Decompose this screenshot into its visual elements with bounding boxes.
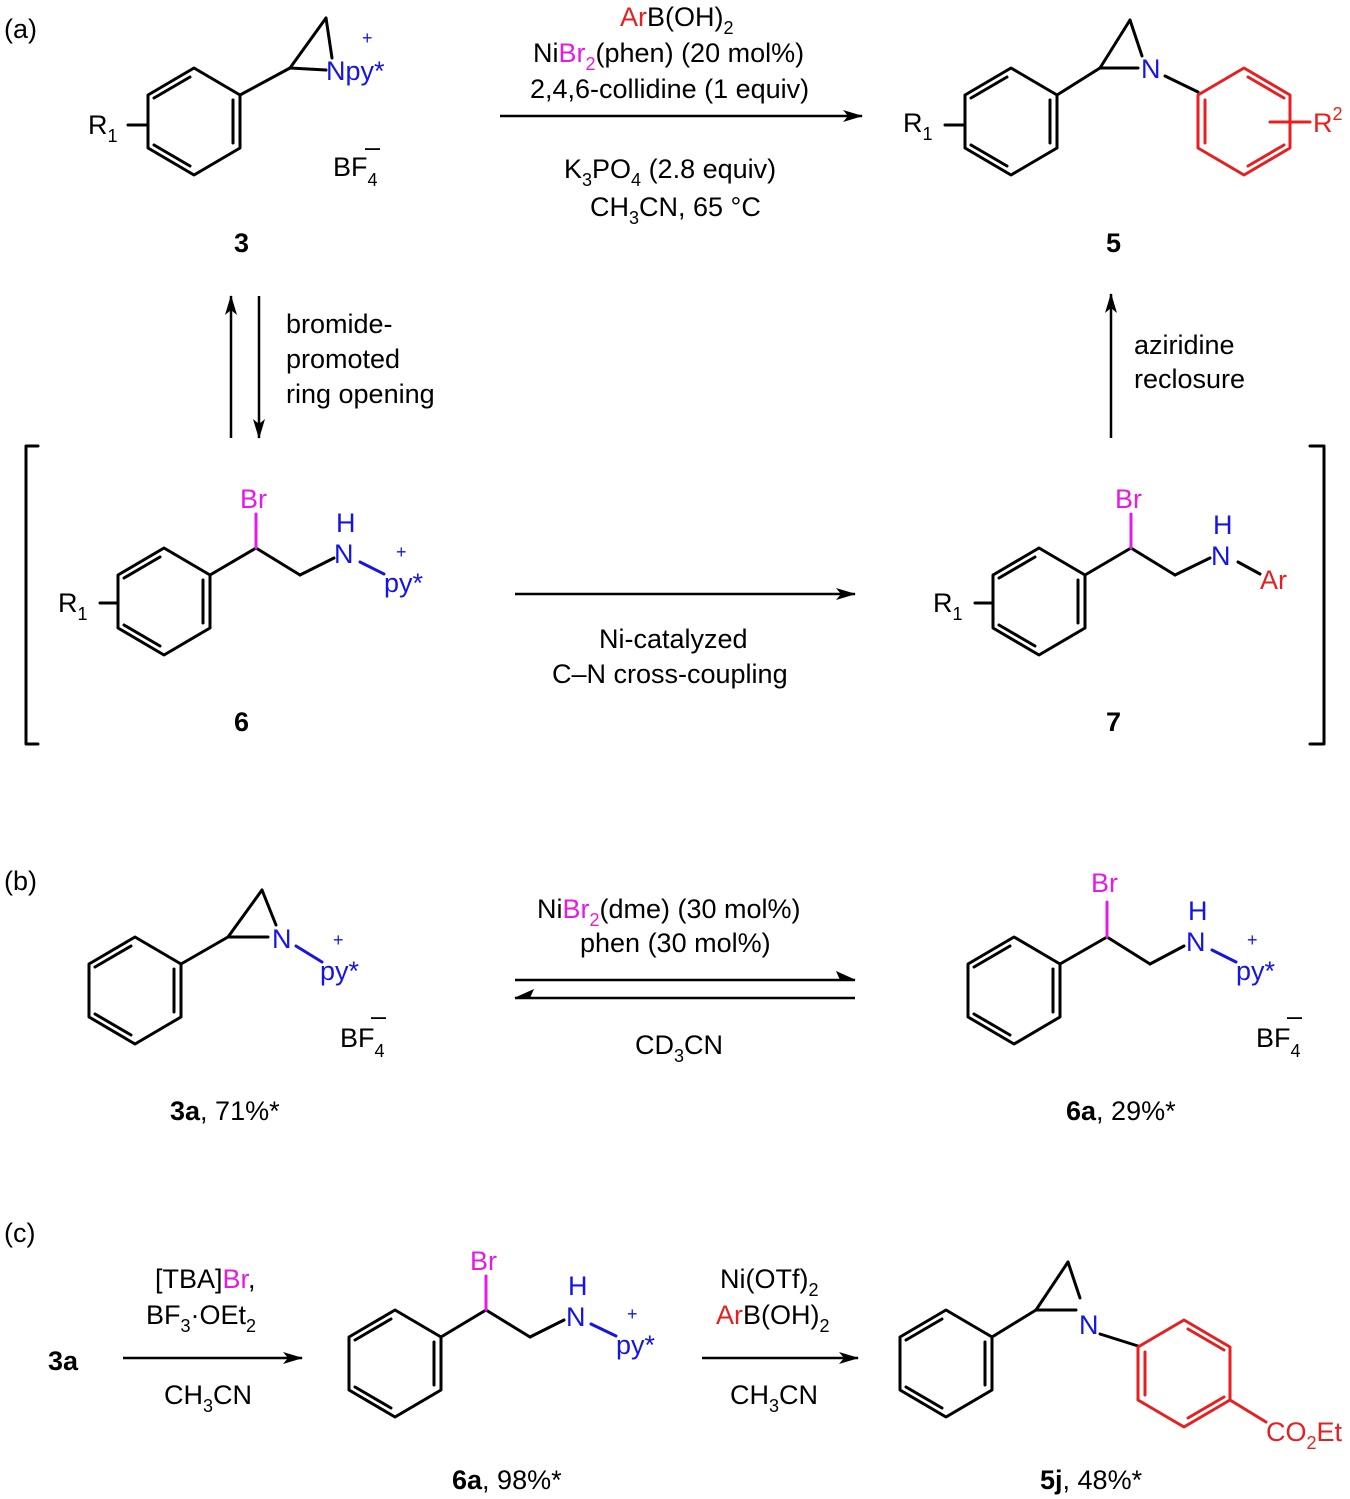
compound-7-structure	[973, 546, 1262, 657]
ring-opening-text-3: ring opening	[286, 379, 435, 409]
panel-label-a: (a)	[4, 14, 37, 44]
plus-charge-6a-c: +	[627, 1304, 638, 1324]
compound-5-label: 5	[1106, 228, 1121, 258]
compound-5j-structure	[898, 1260, 1140, 1419]
plus-charge: +	[362, 28, 373, 48]
conditions-a-line2: NiBr2(phen) (20 mol%)	[533, 38, 804, 74]
compound-5j-yield: 5j, 48%*	[1040, 1465, 1143, 1495]
compound-6a-yield-b: 6a, 29%*	[1066, 1096, 1176, 1126]
conditions-c1-line3: CH3CN	[164, 1380, 252, 1416]
br-label-6a-c: Br	[470, 1246, 497, 1276]
r1-label-7: R1	[933, 588, 963, 624]
compound-6a-yield-c: 6a, 98%*	[452, 1465, 562, 1495]
n-label-6a-b: N	[1186, 927, 1206, 957]
compound-6a-structure-b	[966, 935, 1186, 1046]
bf4-counterion-3a: BF4	[340, 1023, 385, 1061]
br-label-6: Br	[240, 484, 267, 514]
bf4-minus-3a: –	[371, 1001, 386, 1031]
n-py-bond-6	[358, 560, 386, 576]
plus-charge-3a: +	[333, 930, 344, 950]
conditions-c2-line1: Ni(OTf)2	[720, 1264, 819, 1300]
br-label-7: Br	[1115, 484, 1142, 514]
r1-label: R1	[88, 110, 118, 146]
conditions-a-line3: 2,4,6-collidine (1 equiv)	[530, 74, 809, 104]
compound-3a-yield: 3a, 71%*	[170, 1096, 280, 1126]
n-py-bond-6a-c	[589, 1322, 618, 1338]
compound-5-structure	[943, 18, 1200, 177]
compound-6a-structure-c	[347, 1308, 566, 1419]
n-label-5: N	[1141, 54, 1161, 84]
compound-3-label: 3	[234, 228, 249, 258]
bf4-counterion-6a: BF4	[1256, 1023, 1301, 1061]
plus-charge-6: +	[396, 542, 407, 562]
aryl-ring-red	[1196, 66, 1312, 177]
compound-7-label: 7	[1106, 707, 1121, 737]
py-label-3a: py*	[320, 956, 360, 986]
ar-label-7: Ar	[1260, 565, 1287, 595]
co2et-label: CO2Et	[1266, 1417, 1343, 1453]
left-bracket	[24, 444, 40, 746]
h-label-6: H	[336, 508, 356, 538]
right-bracket	[1308, 444, 1326, 746]
conditions-c2-line3: CH3CN	[730, 1380, 818, 1416]
panel-label-c: (c)	[4, 1218, 35, 1248]
r2-label: R2	[1313, 104, 1343, 138]
conditions-b-line1: NiBr2(dme) (30 mol%)	[537, 894, 801, 930]
coupling-text-1: Ni-catalyzed	[599, 624, 748, 654]
conditions-b-line3: CD3CN	[635, 1030, 723, 1066]
h-label-6a-c: H	[568, 1271, 588, 1301]
conditions-c2-line2: ArB(OH)2	[716, 1300, 830, 1336]
conditions-a-line4: K3PO4 (2.8 equiv)	[564, 154, 776, 190]
r1-label-6: R1	[58, 588, 88, 624]
reclosure-text-1: aziridine	[1134, 330, 1235, 360]
ring-opening-text-1: bromide-	[286, 309, 393, 339]
npy-label: Npy*	[326, 56, 385, 86]
conditions-c1-line1: [TBA]Br,	[155, 1264, 256, 1294]
py-label-6a-b: py*	[1236, 956, 1276, 986]
bf4-minus: –	[365, 132, 380, 162]
py-label-6: py*	[384, 568, 424, 598]
py-label-6a-c: py*	[616, 1330, 656, 1360]
n-label-7: N	[1211, 541, 1231, 571]
conditions-a-line5: CH3CN, 65 °C	[590, 192, 761, 228]
conditions-b-line2: phen (30 mol%)	[580, 928, 771, 958]
conditions-a-line1: ArB(OH)2	[620, 2, 734, 38]
n-py-bond-6a-b	[1210, 948, 1238, 964]
r1-label-5: R1	[903, 108, 933, 144]
n-label-5j: N	[1079, 1310, 1099, 1340]
bf4-counterion: BF4	[333, 152, 378, 190]
panel-label-b: (b)	[4, 866, 37, 896]
h-label-6a-b: H	[1188, 896, 1208, 926]
plus-charge-6a-b: +	[1247, 930, 1258, 950]
n-label-6: N	[334, 539, 354, 569]
coupling-text-2: C–N cross-coupling	[552, 659, 788, 689]
n-label-6a-c: N	[566, 1302, 586, 1332]
n-label-3a: N	[272, 924, 292, 954]
compound-3a-structure	[87, 888, 278, 1046]
conditions-c1-line2: BF3·OEt2	[146, 1300, 256, 1336]
reclosure-text-2: reclosure	[1134, 364, 1245, 394]
n-py-bond-3a	[294, 944, 324, 964]
ring-opening-text-2: promoted	[286, 344, 400, 374]
compound-6-label: 6	[234, 707, 249, 737]
compound-6-structure	[98, 546, 336, 657]
compound-3a-label-c: 3a	[48, 1346, 79, 1376]
bf4-minus-6a: –	[1287, 1001, 1302, 1031]
h-label-7: H	[1213, 510, 1233, 540]
compound-3-structure	[126, 16, 334, 177]
aryl-ring-5j-red	[1136, 1318, 1268, 1429]
br-label-6a-b: Br	[1091, 868, 1118, 898]
